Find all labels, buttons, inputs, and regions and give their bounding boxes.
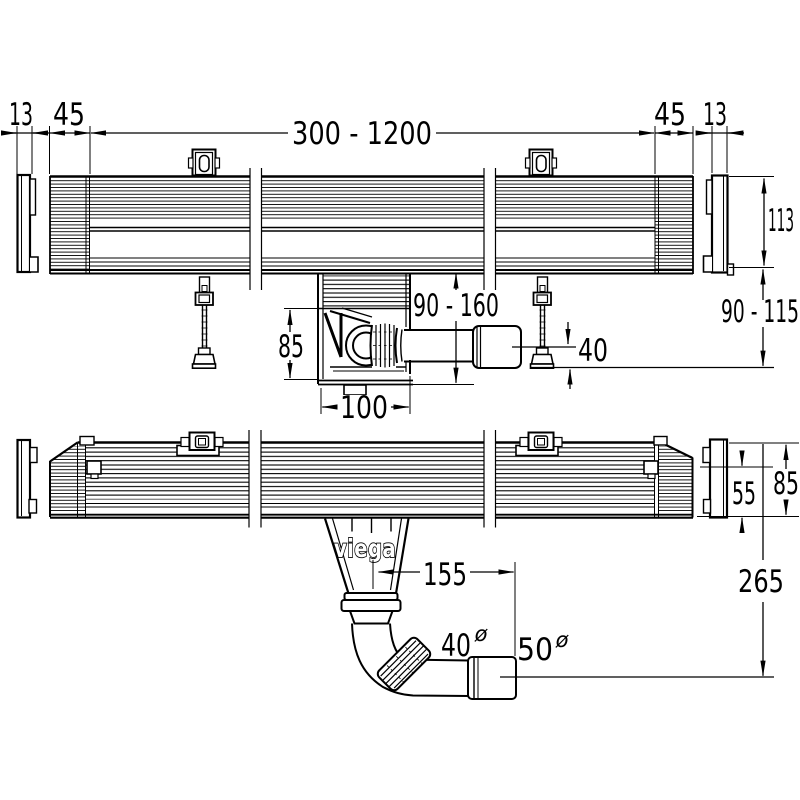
channel-bottom-edge: [50, 269, 693, 275]
mounting-clip-right: [524, 148, 558, 177]
dimensions-front-view: 155 55 85 265 40 ø 50 ø: [372, 442, 799, 677]
dim-trap-height: 85: [278, 329, 304, 365]
union-nut-front: [376, 636, 432, 692]
channel-ribs-upper: [90, 178, 655, 221]
dim-trim-height: 113: [768, 203, 794, 239]
wall-flange-left-top: [16, 173, 39, 274]
dim-pipe-diameter: 40: [441, 628, 471, 664]
outlet-flange-ribs: [323, 275, 410, 308]
dim-slot-offset: 55: [732, 476, 756, 512]
chamfer-left: [49, 441, 79, 463]
dim-outlet-offset: 155: [423, 557, 467, 593]
dim-left-flange-width: 13: [9, 97, 33, 133]
channel-mid-lines: [90, 226, 655, 232]
break-lines-top: [249, 168, 497, 290]
elbow-pipe: [351, 623, 774, 700]
dim-trap-width: 100: [340, 390, 388, 426]
union-ring-2: [340, 599, 402, 612]
end-section-ribs-left: [50, 178, 90, 271]
dim-outlet-depth-range: 90 - 160: [413, 288, 499, 324]
dim-right-flange-width: 13: [703, 97, 727, 133]
wall-flange-right-top: [702, 174, 735, 276]
dim-axis-depth: 265: [738, 564, 784, 600]
drain-funnel: viega: [323, 518, 410, 625]
dim-socket-diameter: 50: [517, 632, 553, 668]
dim-depth-to-floor-range: 90 - 115: [721, 294, 799, 330]
channel-ribs-front: [86, 445, 654, 500]
break-gap-left: [250, 167, 261, 291]
dim-right-end-section: 45: [654, 97, 686, 133]
diameter-sign-40: ø: [474, 622, 489, 646]
end-section-borders: [85, 176, 659, 273]
dim-length-range: 300 - 1200: [292, 116, 432, 152]
diameter-sign-50: ø: [555, 628, 570, 652]
break-gap-right-front: [484, 429, 496, 528]
dim-trim-height-front: 85: [773, 466, 799, 502]
channel-profile-front: [49, 441, 694, 519]
union-ring-3: [348, 610, 394, 625]
outlet-socket-front: [467, 656, 517, 700]
dim-axis-to-floor: 40: [578, 333, 608, 369]
break-gap-right: [484, 167, 495, 291]
brand-logo: viega: [334, 534, 396, 563]
mounting-clip-left-front: [176, 431, 224, 457]
end-block-right: [653, 435, 668, 446]
drain-trap: [317, 274, 576, 396]
channel-lower-lines: [90, 257, 655, 267]
front-view: viega 155: [16, 429, 799, 700]
adjustable-foot-right: [529, 276, 555, 370]
end-block-left: [79, 435, 95, 446]
end-section-ribs-right: [655, 178, 693, 271]
break-gap-left-front: [249, 429, 261, 528]
dimensions-top-view: 13 45 300 - 1200 45 13 113 90 - 115 90 -…: [0, 97, 799, 426]
wall-flange-left-front: [16, 438, 38, 519]
top-view: 13 45 300 - 1200 45 13 113 90 - 115 90 -…: [0, 97, 799, 426]
adjustable-foot-left: [191, 276, 217, 370]
break-lines-front: [248, 430, 497, 528]
trap-seal-wall: [323, 312, 343, 358]
mounting-clip-left: [187, 148, 221, 177]
mounting-clip-right-front: [515, 431, 563, 457]
channel-profile-top: [49, 175, 694, 275]
union-nut-top: [369, 323, 396, 368]
dim-left-end-section: 45: [53, 97, 85, 133]
wall-flange-right-front: [702, 438, 729, 519]
end-ribs-right-front: [658, 446, 692, 513]
funnel-ribs: [351, 518, 392, 533]
union-ring-1: [343, 592, 399, 601]
outlet-pipe-top: [404, 329, 474, 363]
